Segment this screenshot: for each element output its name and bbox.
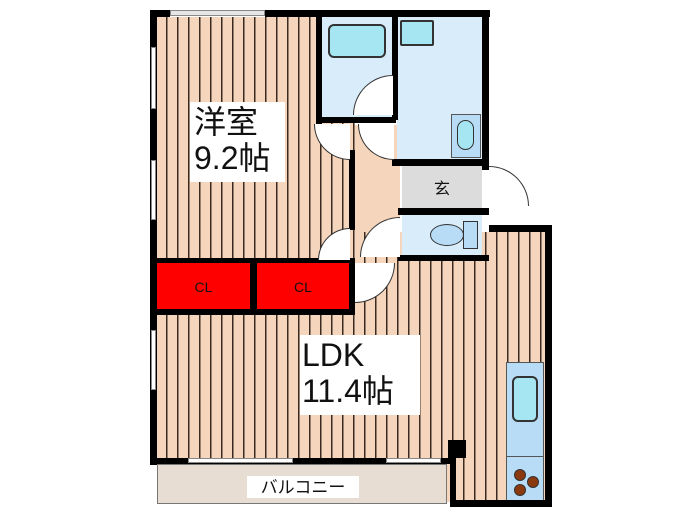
wall-ldk-south-inner	[450, 455, 456, 507]
balcony-label: バルコニー	[260, 477, 346, 497]
wall-north-mid	[265, 10, 490, 17]
western-room-name: 洋室	[194, 104, 259, 140]
toilet-bowl	[430, 224, 464, 246]
western-room-size: 9.2帖	[194, 140, 271, 176]
balcony-label-box: バルコニー	[247, 476, 359, 498]
wall-east-ldk	[545, 225, 552, 507]
stove-divider	[506, 456, 544, 457]
wall-hall-west	[349, 150, 355, 230]
sink-basin	[457, 120, 474, 150]
bathtub	[328, 24, 386, 58]
stove-burner-icon	[514, 469, 526, 481]
wall-east-wet	[482, 10, 489, 170]
stove-burner-icon	[514, 484, 526, 496]
closet-1: CL	[157, 263, 250, 310]
wall-south-ldk	[450, 500, 552, 507]
wall-west	[150, 10, 157, 465]
closet-1-label: CL	[194, 278, 213, 295]
toilet-tank	[463, 221, 478, 249]
window-west-2	[151, 160, 156, 220]
window-north	[170, 10, 265, 16]
wall-toilet-north	[398, 208, 489, 215]
closet-2-label: CL	[294, 278, 312, 295]
entrance: 玄	[402, 166, 482, 208]
ldk-label-box: LDK 11.4帖	[300, 335, 420, 415]
wall-south-balcony-side	[150, 458, 450, 464]
ldk-size: 11.4帖	[302, 373, 394, 409]
western-room-label-box: 洋室 9.2帖	[190, 102, 285, 182]
window-west-3	[151, 330, 156, 390]
entrance-label: 玄	[433, 181, 450, 198]
wall-toilet-south	[398, 255, 489, 261]
wall-closet-east	[349, 258, 355, 315]
closet-2: CL	[257, 263, 349, 310]
window-south-2	[386, 458, 441, 463]
wall-ldk-balcony-pillar	[448, 440, 466, 458]
wall-closet-divider	[250, 258, 257, 315]
wall-wash-south	[392, 159, 489, 166]
wall-north-west	[150, 10, 170, 17]
wall-bath-east	[392, 10, 398, 120]
door-entrance[interactable]	[489, 166, 529, 206]
window-south-1	[188, 458, 293, 463]
ldk-name: LDK	[302, 337, 365, 373]
wall-ldk-north-east	[489, 225, 552, 232]
kitchen-sink	[512, 376, 538, 422]
washing-machine	[400, 20, 434, 46]
window-west-1	[151, 47, 156, 109]
stove-burner-icon	[527, 476, 539, 488]
wall-bath-south	[316, 117, 396, 123]
wall-bath-west	[316, 10, 322, 125]
